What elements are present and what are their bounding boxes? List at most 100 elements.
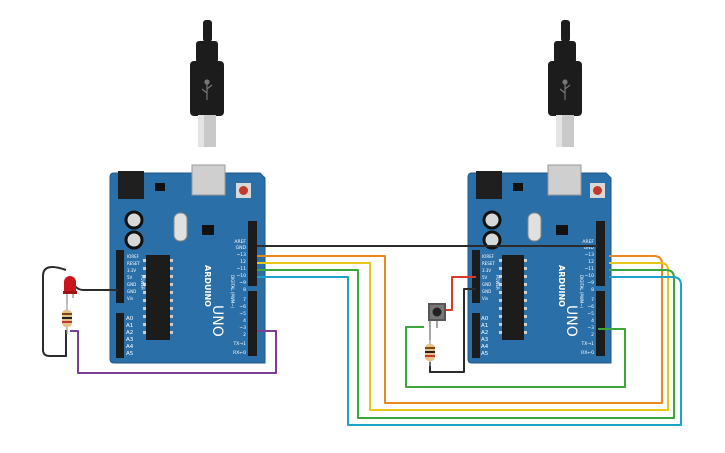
power-title: POWER bbox=[495, 275, 500, 290]
pin-label: 3.3V bbox=[482, 268, 491, 273]
pin-label: GND bbox=[482, 282, 491, 287]
analog-header[interactable] bbox=[472, 313, 480, 358]
pin-label: TX→1 bbox=[581, 341, 595, 347]
digital-header-top[interactable] bbox=[248, 221, 257, 286]
ic-chip-icon bbox=[143, 255, 173, 340]
dc-jack bbox=[476, 171, 502, 199]
wire-led-signal[interactable] bbox=[70, 330, 277, 374]
pin-label: TX→1 bbox=[233, 341, 247, 347]
pin-label: AREF bbox=[234, 239, 246, 245]
pin-label: Vin bbox=[482, 296, 489, 301]
power-title: POWER bbox=[140, 275, 145, 290]
pin-label: A5 bbox=[481, 351, 489, 357]
model-label: UNO bbox=[563, 305, 579, 337]
pin-label: 2 bbox=[243, 332, 246, 338]
model-label: UNO bbox=[209, 305, 225, 337]
pin-label: RX←0 bbox=[233, 350, 246, 356]
pin-label: AREF bbox=[582, 239, 594, 245]
pin-label: 12 bbox=[240, 259, 246, 265]
led-icon[interactable] bbox=[63, 276, 77, 303]
pin-label: ~13 bbox=[585, 252, 595, 258]
pin-label: RESET bbox=[127, 261, 140, 266]
pin-label: ~6 bbox=[587, 304, 594, 310]
pin-label: 12 bbox=[588, 259, 594, 265]
pin-label: 8 bbox=[591, 287, 594, 293]
analog-pin-labels: A0 A1 A2 A3 A4 A5 bbox=[126, 316, 134, 357]
pin-label: 5V bbox=[127, 275, 133, 280]
brand-label: ARDUINO bbox=[203, 265, 212, 307]
resistor-icon[interactable] bbox=[62, 303, 72, 334]
pin-label: 7 bbox=[591, 297, 594, 303]
power-pin-labels: IOREF RESET 3.3V 5V GND GND Vin bbox=[482, 254, 495, 301]
pin-label: ~13 bbox=[237, 252, 247, 258]
pin-label: 7 bbox=[243, 297, 246, 303]
pin-label: A2 bbox=[126, 330, 133, 336]
pin-label: ~9 bbox=[239, 280, 246, 286]
digital-header-top[interactable] bbox=[596, 221, 605, 286]
pin-label: A3 bbox=[126, 337, 134, 343]
pin-label: 4 bbox=[243, 318, 246, 324]
pin-label: ~11 bbox=[585, 266, 595, 272]
wire-pin10[interactable] bbox=[257, 276, 682, 426]
power-pin-labels: IOREF RESET 3.3V 5V GND GND Vin bbox=[127, 254, 140, 301]
pin-label: ~11 bbox=[237, 266, 247, 272]
pin-label: IOREF bbox=[127, 254, 140, 259]
pin-label: A4 bbox=[126, 344, 134, 350]
arduino-board-2[interactable]: IOREF RESET 3.3V 5V GND GND Vin POWER A0… bbox=[467, 20, 612, 364]
digital-pin-labels-top: AREF GND ~13 12 ~11 ~10 ~9 8 bbox=[582, 239, 594, 293]
brand-label: ARDUINO bbox=[557, 265, 566, 307]
pin-label: A5 bbox=[126, 351, 134, 357]
digital-pin-labels-bottom: 7 ~6 ~5 4 ~3 2 TX→1 RX←0 bbox=[581, 297, 595, 356]
wire-led-ground[interactable] bbox=[42, 265, 118, 357]
usb-port-icon bbox=[547, 164, 582, 196]
pin-label: ~3 bbox=[239, 325, 246, 331]
usb-cable-icon bbox=[190, 20, 224, 147]
reset-button-icon[interactable] bbox=[236, 183, 251, 198]
power-header[interactable] bbox=[116, 250, 124, 303]
wire-pin11[interactable] bbox=[257, 269, 675, 419]
pin-label: GND bbox=[482, 289, 491, 294]
digital-header-bottom[interactable] bbox=[248, 291, 257, 356]
ic-chip-icon bbox=[499, 255, 527, 340]
pin-label: ~10 bbox=[237, 273, 247, 279]
pin-label: A1 bbox=[126, 323, 133, 329]
wire-button-signal[interactable] bbox=[405, 326, 626, 388]
pin-label: A0 bbox=[126, 316, 134, 322]
pushbutton-icon[interactable] bbox=[428, 303, 446, 340]
analog-header[interactable] bbox=[116, 313, 124, 358]
wire-button-gnd[interactable] bbox=[429, 288, 476, 373]
usb-plug-icon bbox=[201, 79, 213, 100]
pin-label: 5V bbox=[482, 275, 488, 280]
usb-cable-icon bbox=[548, 20, 582, 147]
wires bbox=[42, 245, 682, 426]
pin-label: Vin bbox=[127, 296, 134, 301]
wire-pin13[interactable] bbox=[257, 255, 663, 404]
dc-jack bbox=[118, 171, 144, 199]
pin-label: 4 bbox=[591, 318, 594, 324]
arduino-board-1[interactable]: IOREF RESET 3.3V 5V GND GND Vin POWER A0… bbox=[109, 20, 266, 364]
pin-label: A4 bbox=[481, 344, 489, 350]
resistor-icon[interactable] bbox=[425, 340, 435, 366]
pin-label: RESET bbox=[482, 261, 495, 266]
pin-label: GND bbox=[127, 289, 136, 294]
reset-button-icon[interactable] bbox=[590, 183, 605, 198]
crystal-oscillator bbox=[527, 212, 542, 242]
digital-title: DIGITAL (PWM~) bbox=[579, 275, 584, 309]
pin-label: GND bbox=[584, 245, 595, 251]
pin-label: GND bbox=[236, 245, 247, 251]
digital-header-bottom[interactable] bbox=[596, 291, 605, 356]
pin-label: A1 bbox=[481, 323, 488, 329]
wire-pin12[interactable] bbox=[257, 262, 669, 411]
pin-label: ~5 bbox=[239, 311, 246, 317]
pin-label: ~3 bbox=[587, 325, 594, 331]
crystal-oscillator bbox=[173, 212, 188, 242]
pin-label: ~6 bbox=[239, 304, 246, 310]
digital-pin-labels-bottom: 7 ~6 ~5 4 ~3 2 TX→1 RX←0 bbox=[233, 297, 247, 356]
capacitor bbox=[124, 210, 144, 230]
usb-port-icon bbox=[191, 164, 226, 196]
capacitor bbox=[124, 230, 144, 250]
digital-pin-labels-top: AREF GND ~13 12 ~11 ~10 ~9 8 bbox=[234, 239, 246, 293]
pin-label: ~9 bbox=[587, 280, 594, 286]
capacitor bbox=[482, 210, 502, 230]
